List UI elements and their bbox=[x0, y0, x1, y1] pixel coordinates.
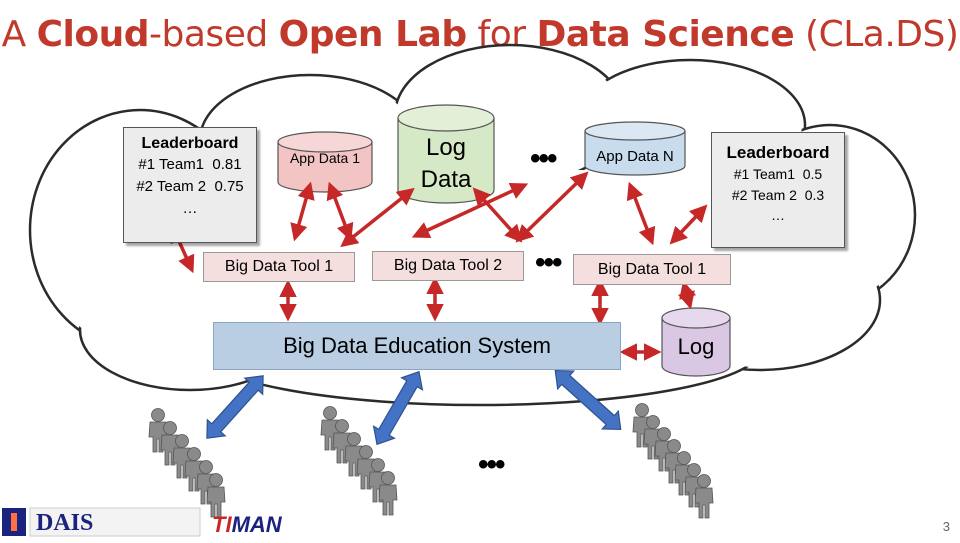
user-access-arrows bbox=[206, 369, 622, 446]
app-data-1-cylinder bbox=[277, 131, 373, 193]
leaderboard-left-row-1: #1 Team1 0.81 bbox=[138, 156, 242, 173]
users-group-right bbox=[632, 403, 714, 519]
timan-logo-part-a: TI bbox=[212, 512, 232, 537]
app-data-1-label: App Data 1 bbox=[289, 150, 361, 166]
dais-logo-text: DAIS bbox=[36, 510, 94, 536]
big-data-tool-2-box: Big Data Tool 2 bbox=[372, 251, 524, 281]
timan-logo-part-b: MAN bbox=[231, 512, 282, 537]
dais-logo-graphic bbox=[2, 507, 201, 537]
ellipsis-bottom: ••• bbox=[478, 448, 505, 481]
big-data-tool-1-right-box: Big Data Tool 1 bbox=[573, 254, 731, 285]
leaderboard-right-row-2: #2 Team 2 0.3 bbox=[731, 187, 825, 203]
big-data-tool-1-box: Big Data Tool 1 bbox=[203, 252, 355, 282]
timan-logo: TIMAN bbox=[212, 512, 282, 538]
ellipsis-middle: ••• bbox=[535, 246, 562, 279]
leaderboard-left: Leaderboard #1 Team1 0.81 #2 Team 2 0.75… bbox=[123, 127, 257, 243]
ellipsis-top: ••• bbox=[530, 142, 557, 175]
app-data-n-cylinder bbox=[584, 121, 686, 176]
leaderboard-right-row-1: #1 Team1 0.5 bbox=[733, 166, 823, 182]
log-data-label: Log Data bbox=[420, 134, 472, 193]
leaderboard-left-header: Leaderboard bbox=[141, 135, 239, 152]
log-label: Log bbox=[677, 334, 715, 359]
leaderboard-right-header: Leaderboard bbox=[726, 143, 830, 162]
big-data-education-system-box: Big Data Education System bbox=[213, 322, 621, 370]
app-data-n-label: App Data N bbox=[596, 148, 674, 165]
leaderboard-right: Leaderboard #1 Team1 0.5 #2 Team 2 0.3 … bbox=[711, 132, 845, 248]
log-data-cylinder bbox=[397, 104, 495, 204]
page-number: 3 bbox=[942, 519, 950, 534]
leaderboard-right-row-3: … bbox=[771, 207, 785, 223]
dais-logo: DAIS bbox=[2, 504, 202, 538]
leaderboard-left-row-3: … bbox=[182, 200, 198, 217]
leaderboard-left-row-2: #2 Team 2 0.75 bbox=[136, 178, 244, 195]
